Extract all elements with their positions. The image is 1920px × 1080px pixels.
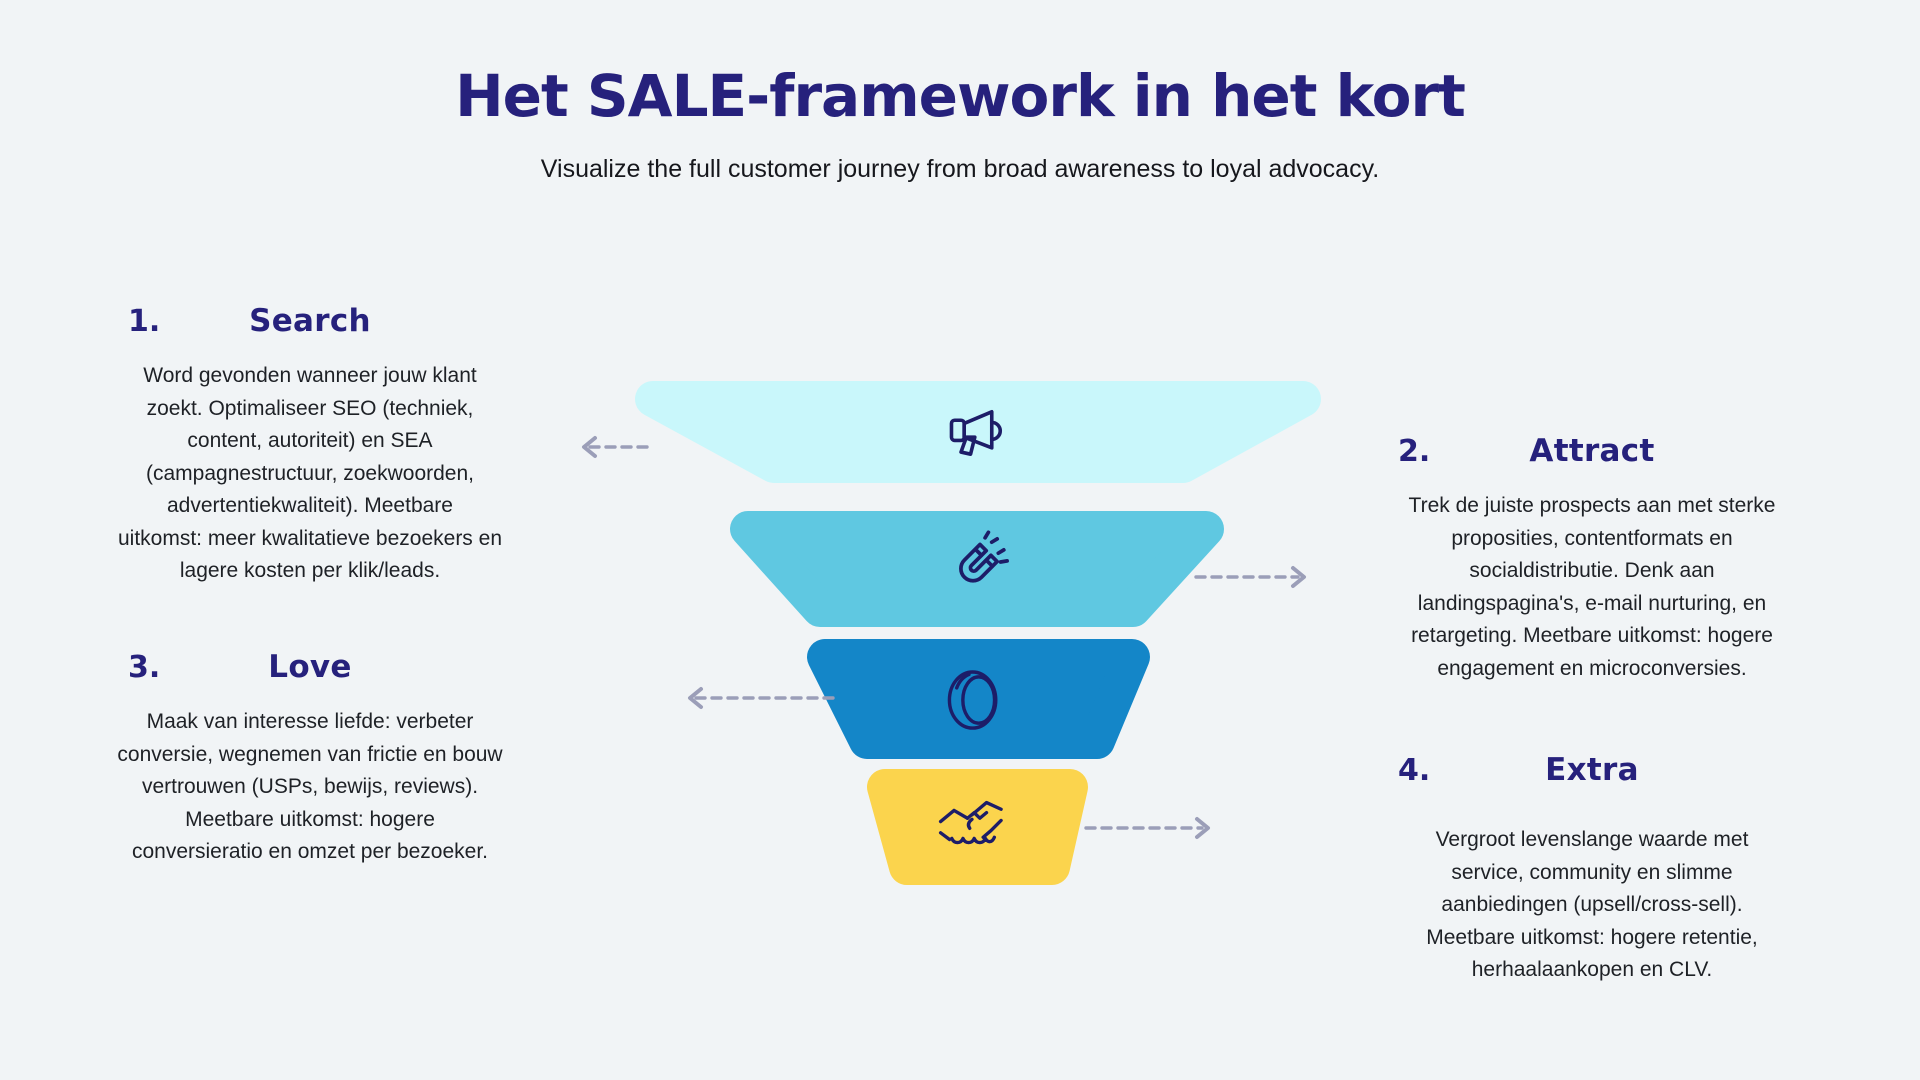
step-block-love: 3. Love Maak van interesse liefde: verbe… (100, 649, 520, 869)
step-heading: 3. Love (100, 649, 520, 693)
step-title-initial: E (1545, 752, 1567, 788)
step-title-rest: earch (271, 303, 371, 339)
step-description: Maak van interesse liefde: verbeter conv… (117, 710, 503, 864)
step-title: Love (268, 649, 352, 685)
step-title-rest: ove (288, 649, 352, 685)
step-number: 3. (128, 650, 161, 685)
arrow-right-attract (1194, 566, 1306, 588)
step-title-initial: S (249, 303, 272, 339)
funnel-layer-search (635, 381, 1321, 483)
handshake-icon (938, 800, 1003, 845)
coin-icon (947, 670, 998, 730)
step-number: 2. (1398, 434, 1431, 469)
step-heading: 2. Attract (1378, 433, 1806, 477)
arrow-left-love (688, 687, 840, 709)
step-title-rest: xtra (1566, 752, 1639, 788)
page-title: Het SALE-framework in het kort (455, 62, 1466, 130)
funnel-layer-extra (867, 769, 1088, 885)
step-description: Vergroot levenslange waarde met service,… (1426, 828, 1758, 982)
funnel-layer-love (807, 639, 1150, 759)
page-subtitle: Visualize the full customer journey from… (540, 155, 1380, 183)
step-title-initial: A (1529, 433, 1554, 469)
arrow-right-extra (1084, 817, 1210, 839)
step-description: Trek de juiste prospects aan met sterke … (1408, 494, 1776, 680)
step-title-initial: L (268, 649, 289, 685)
step-block-attract: 2. Attract Trek de juiste prospects aan … (1378, 433, 1806, 685)
step-title: Search (249, 303, 371, 339)
magnet-icon (959, 530, 1009, 583)
step-number: 1. (128, 304, 161, 339)
step-title: Attract (1529, 433, 1654, 469)
step-title: Extra (1545, 752, 1639, 788)
step-heading: 4. Extra (1378, 752, 1806, 796)
step-heading: 1. Search (100, 303, 520, 347)
step-block-search: 1. Search Word gevonden wanneer jouw kla… (100, 303, 520, 588)
megaphone-icon (949, 409, 1002, 456)
step-description: Word gevonden wanneer jouw klant zoekt. … (118, 364, 502, 583)
step-number: 4. (1398, 753, 1431, 788)
step-title-rest: ttract (1553, 433, 1655, 469)
step-block-extra: 4. Extra Vergroot levenslange waarde met… (1378, 752, 1806, 987)
arrow-left-search (582, 436, 650, 458)
